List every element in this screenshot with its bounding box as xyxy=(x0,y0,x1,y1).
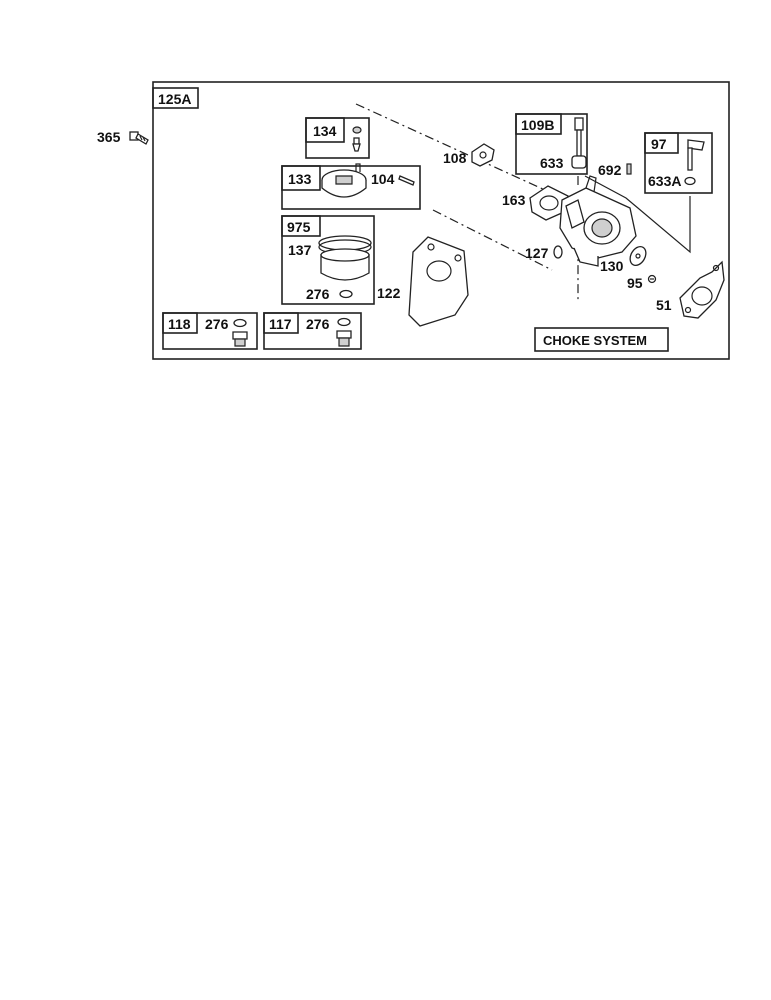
link-line-choke xyxy=(584,175,691,254)
float-icon xyxy=(321,163,367,198)
label-633a: 633A xyxy=(648,173,681,189)
throttle-label-box xyxy=(515,113,562,135)
assembly-label-box xyxy=(152,87,199,109)
label-975: 975 xyxy=(287,219,311,235)
label-118: 118 xyxy=(168,316,191,332)
oring-icon xyxy=(553,245,563,259)
stud-icon xyxy=(626,163,632,175)
needle-icon xyxy=(352,126,362,152)
spring-icon xyxy=(471,143,495,167)
choke-label-box xyxy=(644,132,679,154)
gasket-icon xyxy=(408,236,469,327)
assembly-frame xyxy=(152,81,730,360)
label-108: 108 xyxy=(443,150,467,166)
label-130: 130 xyxy=(600,258,624,274)
label-134: 134 xyxy=(313,123,337,139)
label-276-a: 276 xyxy=(205,316,229,332)
choke-system-box xyxy=(534,327,669,352)
bolt-icon xyxy=(129,131,149,145)
plug-b-icon xyxy=(336,330,352,347)
label-97: 97 xyxy=(651,136,667,152)
assembly-label: 125A xyxy=(158,91,191,107)
needle-label-box xyxy=(305,117,345,143)
screw-icon xyxy=(647,274,657,284)
label-163: 163 xyxy=(502,192,526,208)
label-692: 692 xyxy=(598,162,622,178)
label-117: 117 xyxy=(269,316,292,332)
label-122: 122 xyxy=(377,285,401,301)
choke-plate-icon xyxy=(629,246,647,266)
choke-system-label: CHOKE SYSTEM xyxy=(543,333,647,348)
bowl-kit-label-box xyxy=(281,215,321,237)
label-276-b: 276 xyxy=(306,316,330,332)
throttle-shaft-icon xyxy=(571,117,587,169)
choke-shaft-icon xyxy=(684,139,705,186)
label-633: 633 xyxy=(540,155,564,171)
intake-gasket-icon xyxy=(679,260,725,319)
carburetor-icon xyxy=(559,175,637,267)
plug-label-box-118 xyxy=(162,312,198,334)
label-95: 95 xyxy=(627,275,643,291)
label-51: 51 xyxy=(656,297,672,313)
float-label-box xyxy=(281,165,321,191)
label-137: 137 xyxy=(288,242,312,258)
label-109b: 109B xyxy=(521,117,554,133)
label-104: 104 xyxy=(371,171,395,187)
plug-a-icon xyxy=(232,331,248,347)
washer-icon xyxy=(339,289,353,299)
bowl-icon xyxy=(318,235,372,281)
label-365: 365 xyxy=(97,129,121,145)
label-127: 127 xyxy=(525,245,549,261)
label-133: 133 xyxy=(288,171,312,187)
pin-icon xyxy=(398,175,415,186)
dash-line-main xyxy=(355,103,579,300)
washer-a-icon xyxy=(233,318,247,328)
bowl-kit-box xyxy=(281,215,375,305)
washer-b-icon xyxy=(337,317,351,327)
plug-label-box-117 xyxy=(263,312,299,334)
dash-line-float xyxy=(432,209,553,271)
label-276-bowl: 276 xyxy=(306,286,330,302)
